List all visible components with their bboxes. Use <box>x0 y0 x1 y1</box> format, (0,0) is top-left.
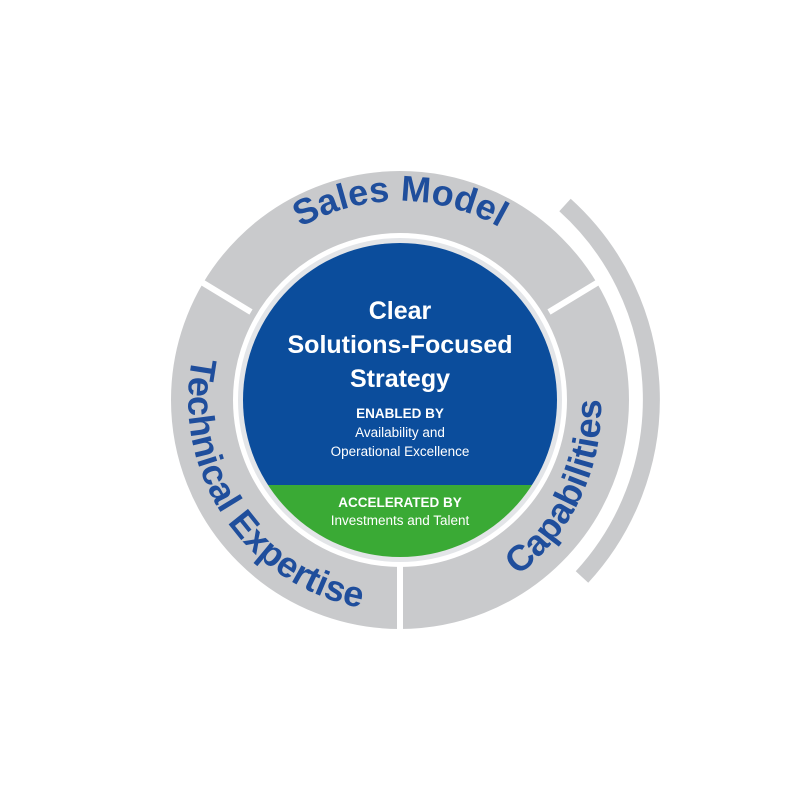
enabled-by-heading: ENABLED BY <box>356 406 444 421</box>
ring-divider-top-left <box>188 272 253 315</box>
ring-divider-top-right <box>547 272 612 315</box>
outer-arc <box>559 198 660 583</box>
enabled-by-line-2: Operational Excellence <box>330 444 470 459</box>
accelerated-by-heading: ACCELERATED BY <box>338 495 462 510</box>
center-title-line-2: Solutions-Focused <box>287 331 513 359</box>
enabled-by-line-1: Availability and <box>355 425 445 440</box>
accelerated-by-text: Investments and Talent <box>330 513 470 528</box>
center-title-line-1: Clear <box>368 297 432 325</box>
center-title-line-3: Strategy <box>349 365 451 393</box>
center-disc-blue <box>243 243 557 485</box>
